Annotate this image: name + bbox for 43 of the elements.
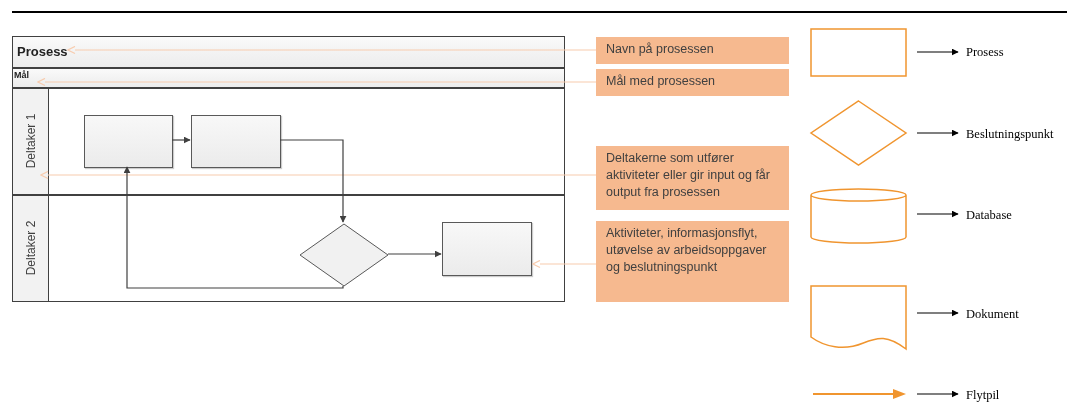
arrow — [387, 250, 442, 258]
process-box — [191, 115, 281, 168]
process-box — [810, 28, 907, 77]
process-title: Prosess — [17, 44, 68, 59]
callout-arrow — [67, 45, 597, 55]
arrow — [916, 129, 959, 137]
flow-arrow-sample — [812, 386, 907, 402]
arrow — [916, 390, 959, 398]
document-shape — [810, 285, 907, 351]
goal-label: Mål — [14, 70, 29, 80]
process-box — [442, 222, 532, 276]
lane-label: Deltaker 1 — [24, 113, 38, 169]
decision-diamond — [299, 223, 389, 287]
swimlane — [12, 195, 565, 302]
callout-text: Deltakerne som utfører aktiviteter eller gir input og får output fra prosessen — [606, 151, 770, 199]
arrow — [916, 309, 959, 317]
arrow — [279, 139, 347, 223]
arrow — [916, 48, 959, 56]
callout-text: Aktiviteter, informasjonsflyt, utøvelse av arbeidsoppgaver og beslutningspunkt — [606, 226, 767, 274]
callout-box — [596, 37, 789, 64]
process-box — [84, 115, 173, 168]
arrow — [916, 210, 959, 218]
header-band — [12, 36, 565, 68]
callout-text: Navn på prosessen — [606, 42, 714, 56]
shape-label: Prosess — [966, 45, 1004, 59]
callout-arrow — [532, 259, 597, 269]
shape-label: Dokument — [966, 307, 1019, 321]
callout-arrow — [37, 77, 597, 87]
decision-diamond — [810, 100, 907, 166]
shape-label: Flytpil — [966, 388, 1000, 402]
arrow — [123, 166, 344, 289]
callout-arrow — [40, 170, 597, 180]
callout-box — [596, 221, 789, 302]
shape-label: Beslutningspunkt — [966, 127, 1054, 141]
callout-text: Mål med prosessen — [606, 74, 716, 88]
arrow — [171, 136, 191, 144]
lane-label: Deltaker 2 — [24, 220, 38, 276]
callout-box — [596, 146, 789, 210]
header-band — [12, 68, 565, 88]
swimlane — [12, 88, 565, 195]
database-cylinder — [810, 188, 907, 244]
callout-box — [596, 69, 789, 96]
shape-label: Database — [966, 208, 1012, 222]
